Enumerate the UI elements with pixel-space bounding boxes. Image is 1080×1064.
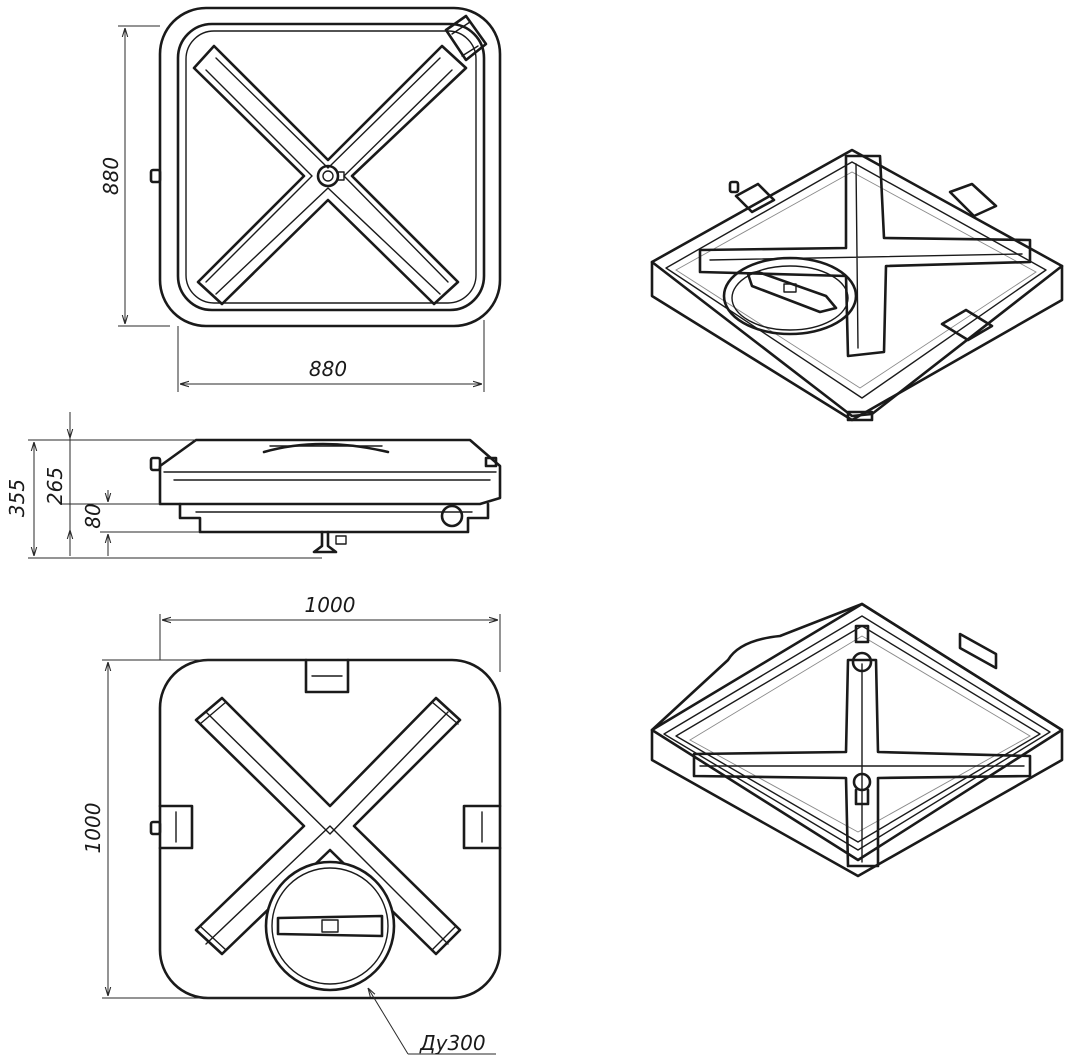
top-center-fitting [316, 164, 345, 188]
side-bottom-tap [312, 530, 347, 554]
top-cross-ribs [192, 44, 468, 306]
isometric-top-view [650, 148, 1064, 422]
top-width-dimension: 880 [177, 320, 485, 392]
bottom-width-label: 1000 [305, 593, 356, 617]
iso-bottom-tap [852, 772, 872, 806]
top-height-label: 880 [99, 157, 123, 195]
hatch-callout-label: Ду300 [419, 1031, 486, 1055]
bottom-view: 1000 1000 Ду300 [81, 593, 502, 1055]
bottom-height-dimension: 1000 [81, 659, 300, 999]
top-corner-lug [444, 14, 488, 62]
side-view: 355 265 80 [5, 412, 502, 559]
side-total-height-label: 355 [5, 479, 29, 517]
hatch-callout: Ду300 [368, 988, 496, 1055]
bottom-height-label: 1000 [81, 803, 105, 854]
top-height-dimension: 880 [99, 25, 170, 327]
iso-top-hatch [722, 256, 858, 336]
side-dimensions: 355 265 80 [5, 412, 322, 559]
isometric-bottom-view [650, 602, 1064, 878]
bottom-hatch [264, 860, 396, 992]
top-side-tap [149, 168, 162, 184]
side-base-height-label: 80 [81, 503, 105, 528]
top-width-label: 880 [309, 357, 347, 381]
top-view: 880 880 [99, 6, 502, 392]
bottom-width-dimension: 1000 [159, 593, 501, 672]
side-body-height-label: 265 [43, 467, 67, 505]
